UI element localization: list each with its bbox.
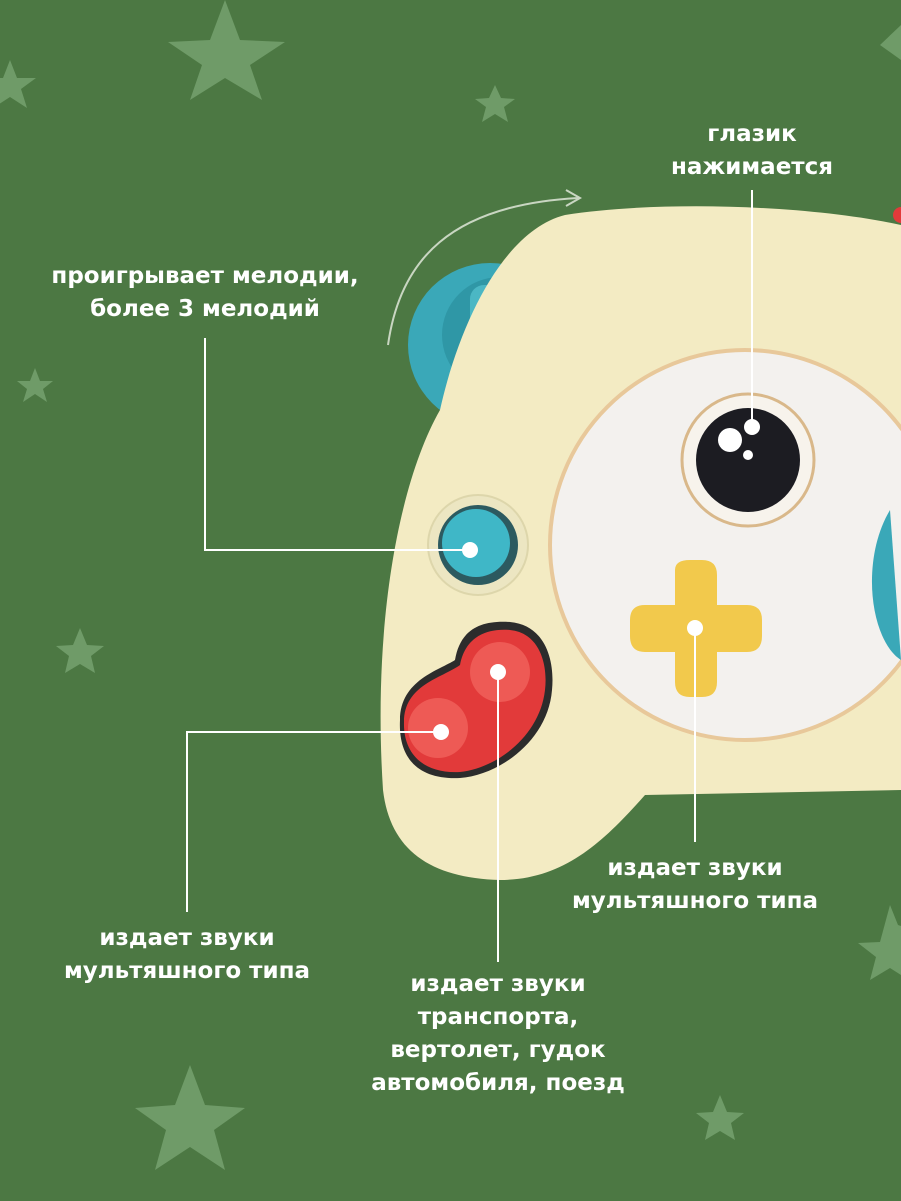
star-icon [168, 0, 285, 100]
callout-lines [186, 190, 753, 962]
teal-side [871, 510, 901, 660]
callout-text: издает звуки [99, 925, 275, 951]
arrow-head [565, 189, 583, 207]
callout-text: проигрывает мелодии, [51, 263, 359, 289]
callout-red-left: издает звуки мультяшного типа [64, 922, 310, 988]
callout-eye: глазик нажимается [671, 118, 833, 184]
callout-red-right: издает звуки транспорта, вертолет, гудок… [371, 968, 625, 1100]
callout-text: мультяшного типа [63, 958, 311, 984]
callout-text: автомобиля, поезд [371, 1070, 625, 1096]
callout-text: издает звуки [410, 971, 586, 997]
callout-dots [433, 419, 760, 740]
callout-text: глазик [707, 121, 797, 147]
callout-text: издает звуки [607, 855, 783, 881]
star-icon [135, 1065, 245, 1170]
rotate-arrow-icon [387, 197, 579, 346]
star-icon [0, 60, 36, 108]
star-icon [56, 628, 104, 673]
star-icon [475, 85, 515, 122]
callout-text: вертолет, гудок [390, 1037, 606, 1063]
callout-cross: издает звуки мультяшного типа [572, 852, 818, 918]
star-icon [858, 905, 901, 980]
callout-text: мультяшного типа [571, 888, 819, 914]
callout-text: более 3 мелодий [90, 296, 320, 322]
star-icon [880, 25, 901, 60]
red-edge [893, 207, 901, 223]
callout-text: транспорта, [417, 1004, 579, 1030]
callout-text: нажимается [670, 154, 834, 180]
background-stars [0, 0, 901, 1170]
teal-button [427, 494, 529, 596]
star-icon [696, 1095, 744, 1140]
eye-button [680, 392, 816, 528]
star-icon [17, 368, 53, 402]
callout-melodies: проигрывает мелодии, более 3 мелодий [51, 260, 358, 326]
